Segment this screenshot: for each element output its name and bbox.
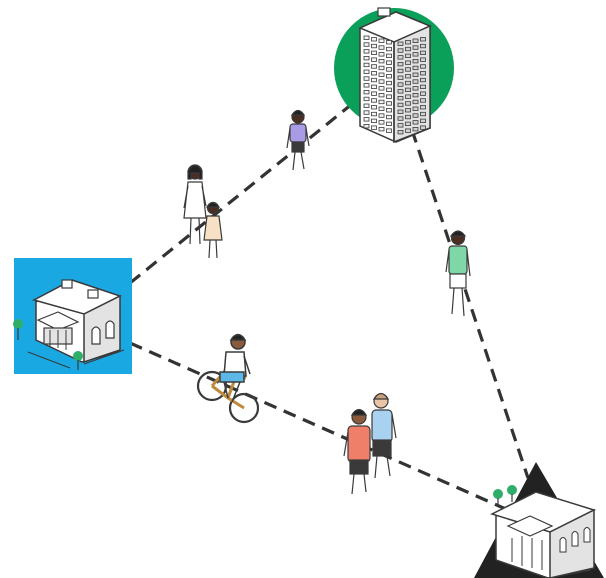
tree-icon (507, 485, 517, 502)
civic-node (474, 462, 604, 578)
school-node (13, 258, 132, 374)
path-school-to-civic (129, 341, 509, 512)
tree-icon (73, 351, 83, 370)
two-people-walking-icon (343, 392, 397, 495)
school-building-icon (27, 279, 125, 369)
walking-person-icon (445, 230, 471, 317)
civic-building-icon (489, 491, 597, 578)
connection-paths (128, 102, 530, 512)
adult-and-child-icon (183, 164, 223, 259)
walking-person-icon (286, 109, 310, 171)
path-tower-to-civic (410, 129, 530, 479)
tree-icon (493, 489, 503, 506)
apartment-tower-icon (358, 7, 432, 144)
path-school-to-tower (128, 102, 354, 285)
cyclist-icon (196, 333, 260, 424)
tree-icon (13, 319, 23, 340)
tower-node (334, 7, 454, 144)
